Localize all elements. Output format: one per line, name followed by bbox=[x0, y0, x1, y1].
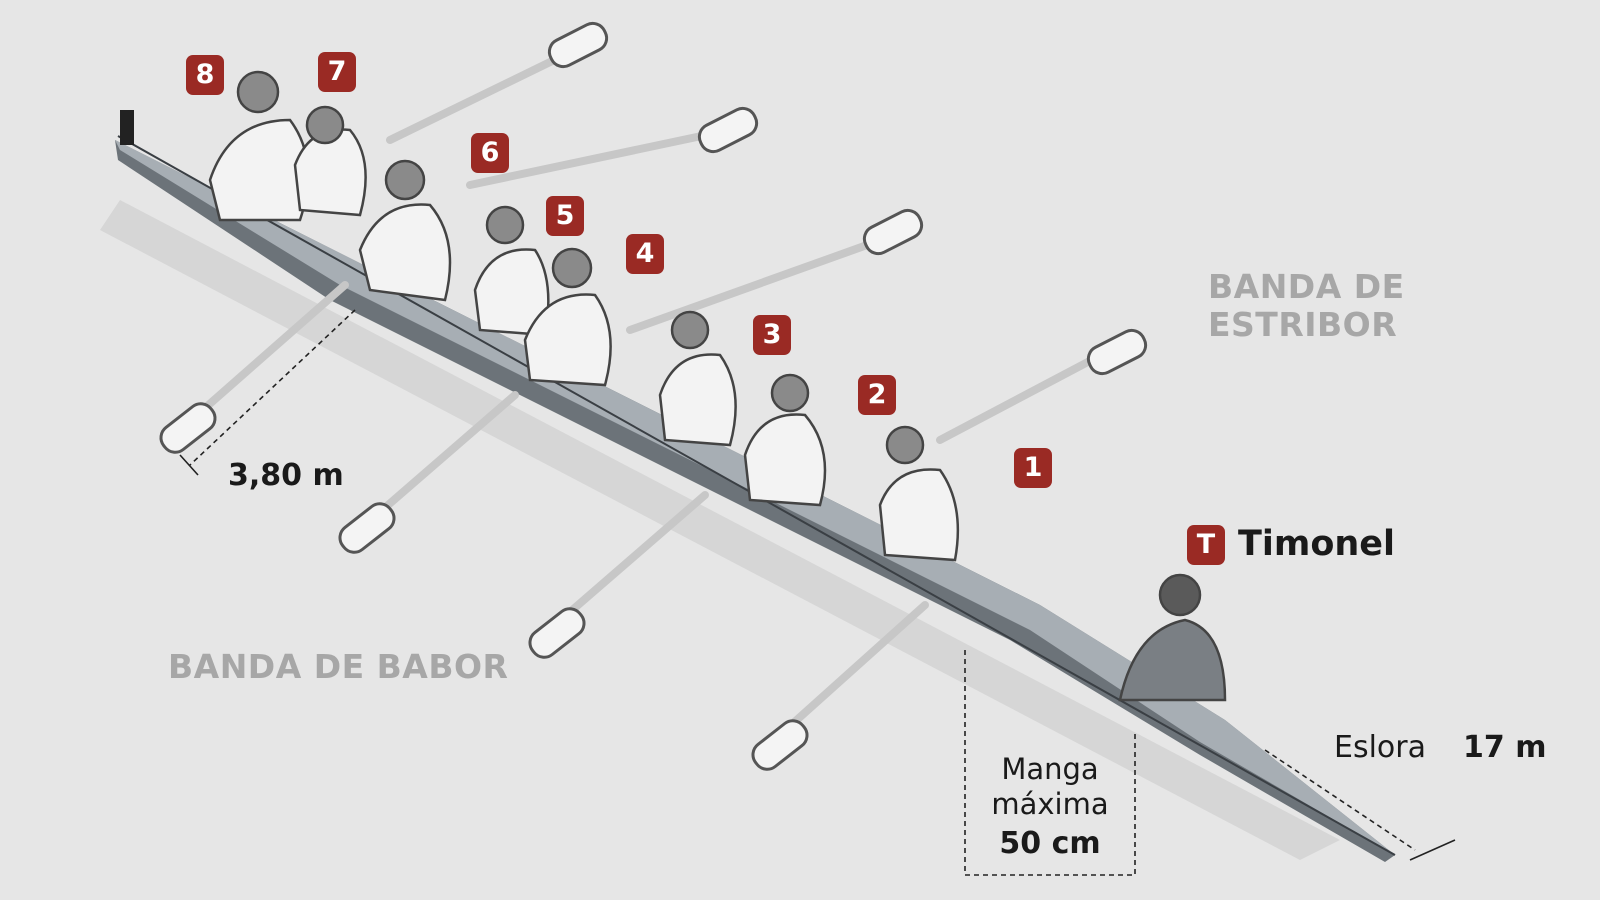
port-blades bbox=[159, 402, 809, 771]
rower-figure bbox=[293, 105, 367, 217]
oar-blade bbox=[751, 719, 809, 771]
rower-badge-7: 7 bbox=[318, 52, 356, 92]
beam-label-line1: Manga bbox=[1001, 752, 1099, 786]
coxswain-figure bbox=[1118, 573, 1227, 702]
rower-figure bbox=[473, 205, 550, 337]
rower-badge-8: 8 bbox=[186, 55, 224, 95]
beam-label-line2: máxima bbox=[991, 787, 1109, 821]
rower-badge-3: 3 bbox=[753, 315, 791, 355]
beam-bracket bbox=[964, 650, 1136, 876]
rower-badge-4: 4 bbox=[626, 234, 664, 274]
length-label: Eslora bbox=[1334, 730, 1426, 765]
rower-badge-6: 6 bbox=[471, 133, 509, 173]
oar-blade bbox=[697, 106, 759, 154]
coxswain-label: Timonel bbox=[1238, 524, 1396, 564]
rower-badge-1: 1 bbox=[1014, 448, 1052, 488]
rowers-group bbox=[208, 70, 1227, 702]
oar-blade bbox=[1086, 328, 1148, 376]
starboard-blades bbox=[547, 21, 1148, 376]
rower-figure bbox=[743, 373, 827, 507]
boat-shadow bbox=[100, 200, 1340, 860]
rower-figure bbox=[878, 425, 960, 562]
oar-length-line bbox=[189, 309, 356, 466]
starboard-label-line1: BANDA DE bbox=[1208, 267, 1405, 306]
coxswain-badge: T bbox=[1187, 525, 1225, 565]
port-label: BANDA DE BABOR bbox=[168, 647, 509, 686]
beam-value: 50 cm bbox=[999, 826, 1101, 861]
rower-figure bbox=[523, 247, 612, 387]
oar-blade bbox=[862, 208, 924, 256]
starboard-label-line2: ESTRIBOR bbox=[1208, 305, 1398, 344]
rower-badge-5: 5 bbox=[546, 196, 584, 236]
length-value: 17 m bbox=[1463, 730, 1547, 765]
length-line bbox=[1264, 749, 1416, 851]
rower-figure bbox=[208, 70, 310, 222]
oar-length-label: 3,80 m bbox=[228, 458, 344, 493]
measurement-lines bbox=[179, 309, 1456, 876]
oar-blade bbox=[547, 21, 609, 69]
oar-blade bbox=[159, 402, 217, 454]
rower-badge-2: 2 bbox=[858, 375, 896, 415]
oar-blade bbox=[338, 502, 396, 554]
rower-figure bbox=[658, 310, 737, 447]
bow-marker bbox=[120, 110, 134, 145]
oar-blade bbox=[528, 607, 586, 659]
rower-figure bbox=[358, 159, 452, 302]
